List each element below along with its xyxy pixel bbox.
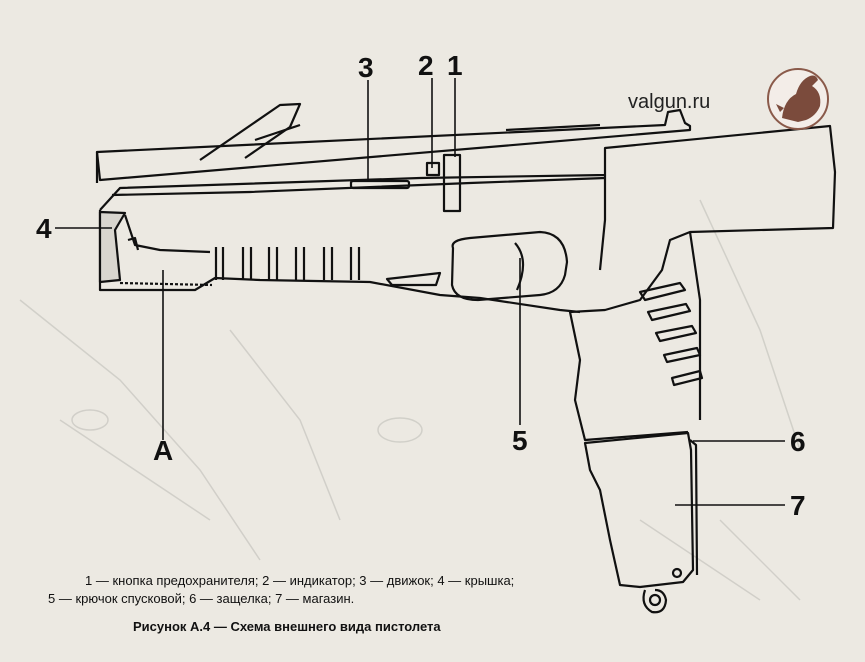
callout-4: 4 xyxy=(36,213,52,244)
callout-3: 3 xyxy=(358,52,374,83)
legend-line-1: 1 — кнопка предохранителя; 2 — индикатор… xyxy=(85,573,515,588)
callout-a: A xyxy=(153,435,173,466)
legend-line-2: 5 — крючок спусковой; 6 — защелка; 7 — м… xyxy=(48,591,355,606)
callout-6: 6 xyxy=(790,426,806,457)
capercaillie-bird-icon xyxy=(767,68,829,130)
callout-2: 2 xyxy=(418,50,434,81)
callout-7: 7 xyxy=(790,490,806,521)
figure-caption: Рисунок А.4 — Схема внешнего вида пистол… xyxy=(133,619,441,634)
leader-lines xyxy=(55,78,785,506)
pistol-outline xyxy=(95,102,837,614)
callout-5: 5 xyxy=(512,425,528,456)
bleed-through xyxy=(19,199,801,601)
callout-1: 1 xyxy=(447,50,463,81)
watermark-site: valgun.ru xyxy=(628,91,710,113)
